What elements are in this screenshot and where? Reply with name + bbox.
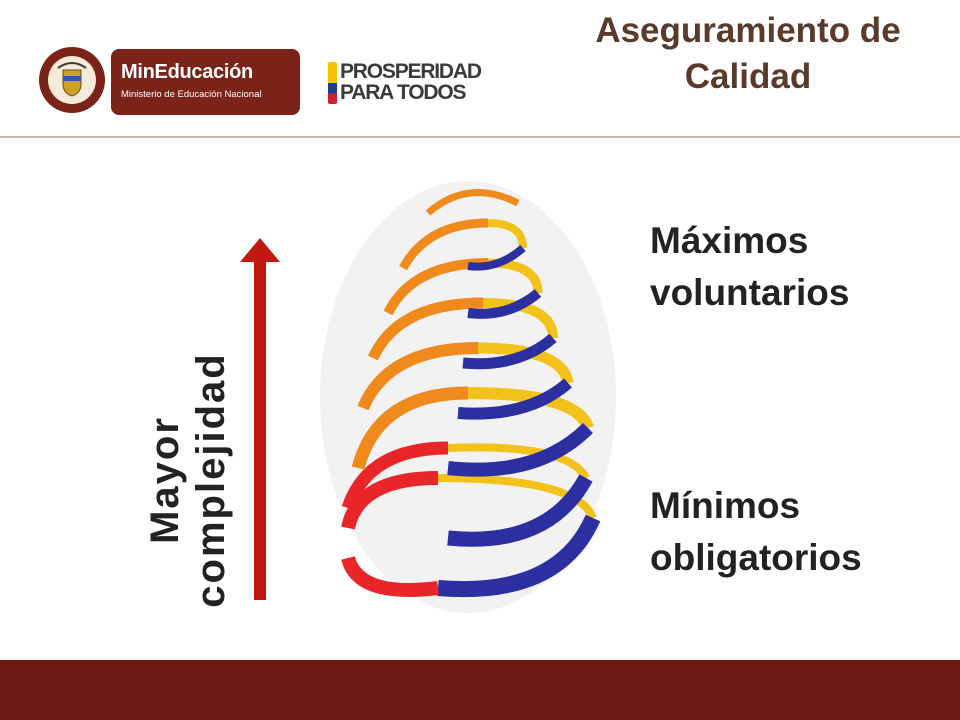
up-arrow-icon — [240, 238, 280, 600]
footer-bar — [0, 660, 960, 720]
slogan-line2: PARA TODOS — [340, 81, 466, 104]
ministry-logo: MinEducación Ministerio de Educación Nac… — [111, 49, 300, 115]
complexity-label: Mayor complejidad — [142, 352, 234, 607]
page-title: Aseguramiento de Calidad — [548, 8, 948, 100]
title-line1: Aseguramiento de — [595, 11, 901, 50]
header-divider — [0, 136, 960, 138]
slogan-line1: PROSPERIDAD — [340, 60, 482, 83]
max-label-line2: voluntarios — [650, 272, 850, 313]
colombia-flag-icon — [328, 62, 337, 104]
max-label-line1: Máximos — [650, 220, 809, 261]
ministry-name: MinEducación — [121, 61, 253, 83]
ministry-subtitle: Ministerio de Educación Nacional — [121, 89, 262, 100]
complexity-label-line1: Mayor — [143, 416, 187, 544]
colombia-seal-icon — [39, 47, 105, 113]
max-voluntary-label: Máximos voluntarios — [650, 215, 849, 319]
quality-spiral-diagram — [320, 181, 616, 613]
min-label-line2: obligatorios — [650, 537, 862, 578]
title-line2: Calidad — [684, 57, 812, 96]
min-label-line1: Mínimos — [650, 485, 801, 526]
min-mandatory-label: Mínimos obligatorios — [650, 480, 862, 584]
prosperidad-logo: PROSPERIDAD PARA TODOS — [328, 61, 498, 105]
complexity-label-line2: complejidad — [189, 352, 233, 608]
